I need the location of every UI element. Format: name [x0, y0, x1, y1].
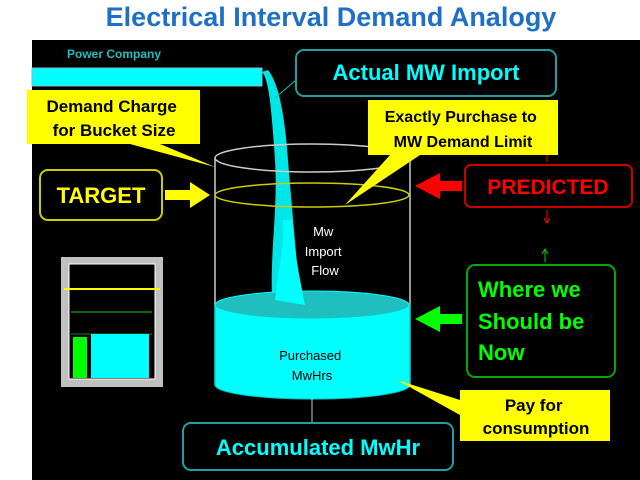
where-we-should-be-text: Where we Should be Now [478, 277, 590, 365]
stream-splash [275, 220, 305, 305]
target-box [39, 169, 163, 221]
accumulated-label: Accumulated MwHr [216, 435, 421, 460]
predicted-arrow-icon [415, 173, 462, 199]
demand-charge-text: Demand Charge for Bucket Size [46, 97, 181, 140]
demand-gauge [61, 257, 163, 387]
import-pointer [274, 79, 297, 99]
predicted-label: PREDICTED [487, 176, 608, 199]
exactly-purchase-text: Exactly Purchase to MW Demand Limit [385, 109, 542, 151]
accumulated-box [182, 422, 454, 471]
target-level-line [214, 182, 410, 208]
target-label: TARGET [57, 183, 146, 208]
demand-charge-callout [27, 90, 215, 167]
predicted-down-arrow-icon [543, 210, 551, 224]
gauge-cyan-bar [91, 334, 149, 378]
predicted-box [464, 164, 633, 208]
supply-pipe [31, 67, 263, 87]
gauge-green-bar [73, 337, 87, 378]
purchased-mwhrs-label: Purchased MwHrs [279, 348, 345, 383]
where-we-should-be-box [466, 264, 616, 378]
actual-import-box [295, 49, 557, 97]
green-up-arrow-icon [541, 248, 549, 262]
exactly-purchase-callout [345, 100, 558, 205]
target-arrow-icon [165, 182, 210, 208]
mw-import-flow-label: Mw Import Flow [305, 224, 345, 278]
slide-title: Electrical Interval Demand Analogy [105, 2, 557, 32]
purchased-water [214, 304, 411, 400]
pay-for-text: Pay for consumption [483, 396, 590, 438]
power-company-label: Power Company [67, 47, 161, 61]
water-surface [214, 290, 410, 320]
pay-for-callout [397, 380, 610, 441]
actual-import-label: Actual MW Import [333, 60, 521, 85]
where-arrow-icon [415, 306, 462, 332]
